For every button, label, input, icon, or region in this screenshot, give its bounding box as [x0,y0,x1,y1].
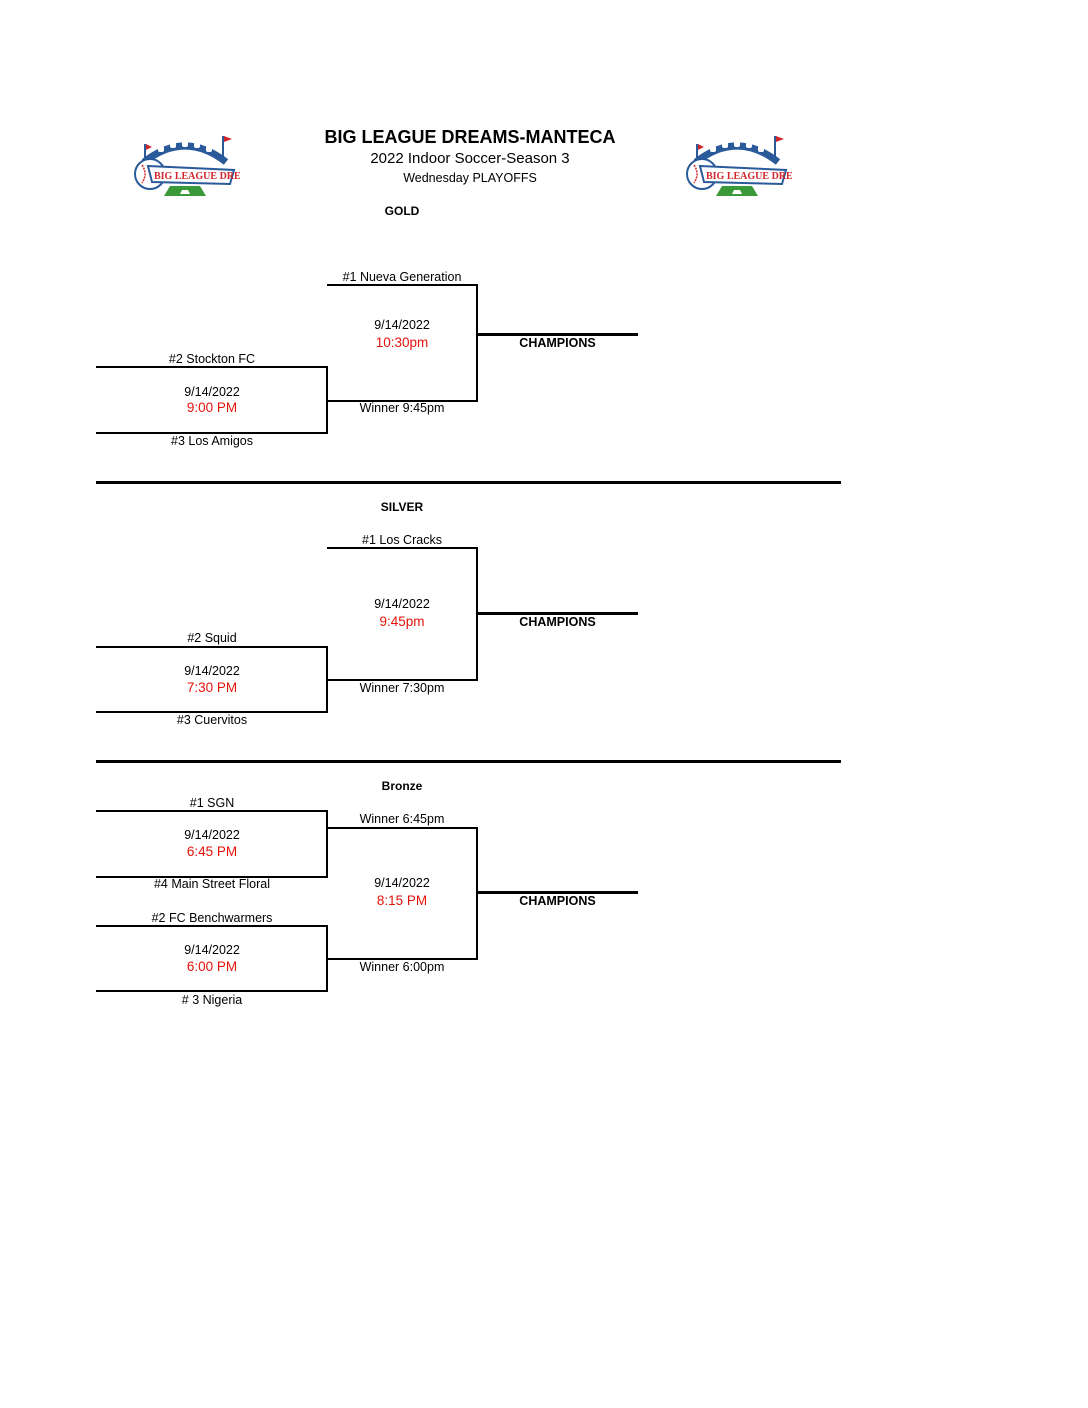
gold-semi-top-line [96,366,328,368]
silver-top-seed-line [327,547,478,549]
bronze-semi1-date: 9/14/2022 [184,828,240,842]
bronze-champions-line [477,891,638,894]
bronze-semi1-bottom-line [96,876,328,878]
bronze-semi2-bottom-line [96,990,328,992]
gold-final-bracket-line [476,284,478,402]
bronze-semi1-team-bottom: #4 Main Street Floral [153,877,271,891]
page-subtitle: 2022 Indoor Soccer-Season 3 [370,150,570,167]
logo-right: BIG LEAGUE DREAMS [682,132,815,202]
logo-left: BIG LEAGUE DREAMS [130,132,263,202]
gold-semi-time: 9:00 PM [186,400,238,415]
gold-final-time: 10:30pm [375,335,429,350]
gold-final-date: 9/14/2022 [374,318,430,332]
bronze-final-bottom-label: Winner 6:00pm [359,960,445,974]
svg-text:BIG LEAGUE DREAMS: BIG LEAGUE DREAMS [706,171,792,182]
gold-top-seed: #1 Nueva Generation [342,270,462,284]
bronze-champions-label: CHAMPIONS [519,894,596,908]
gold-semi-team-top: #2 Stockton FC [168,352,256,366]
gold-semi-date: 9/14/2022 [184,385,240,399]
bronze-semi2-winner-line [327,958,478,960]
silver-top-seed: #1 Los Cracks [362,533,442,547]
silver-semi-team-top: #2 Squid [187,631,237,645]
section-divider-2 [96,760,841,763]
gold-semi-winner-line [327,400,478,402]
silver-final-date: 9/14/2022 [374,597,430,611]
bronze-semi1-winner-line [327,827,478,829]
bronze-semi2-team-top: #2 FC Benchwarmers [151,911,273,925]
page-subtitle-2: Wednesday PLAYOFFS [403,171,537,185]
gold-semi-team-bottom: #3 Los Amigos [171,434,253,448]
silver-label: SILVER [380,500,424,514]
bronze-semi1-team-top: #1 SGN [189,796,235,810]
bronze-semi2-time: 6:00 PM [186,959,238,974]
gold-label: GOLD [384,204,420,218]
gold-top-seed-line [327,284,478,286]
bronze-final-top-label: Winner 6:45pm [359,812,445,826]
bronze-semi1-time: 6:45 PM [186,844,238,859]
gold-champions-label: CHAMPIONS [519,336,596,350]
gold-champions-line [477,333,638,336]
silver-semi-time: 7:30 PM [186,680,238,695]
bronze-semi2-team-bottom: # 3 Nigeria [181,993,243,1007]
bronze-final-time: 8:15 PM [376,893,428,908]
bronze-final-date: 9/14/2022 [374,876,430,890]
silver-semi-team-bottom: #3 Cuervitos [176,713,248,727]
silver-semi-bottom-line [96,711,328,713]
page-title: BIG LEAGUE DREAMS-MANTECA [324,127,616,147]
silver-champions-label: CHAMPIONS [519,615,596,629]
section-divider-1 [96,481,841,484]
silver-semi-top-line [96,646,328,648]
silver-semi-winner-line [327,679,478,681]
bronze-semi2-date: 9/14/2022 [184,943,240,957]
bronze-semi2-top-line [96,925,328,927]
silver-final-bottom-label: Winner 7:30pm [359,681,445,695]
silver-semi-date: 9/14/2022 [184,664,240,678]
bronze-semi1-bracket-line [326,810,328,878]
bronze-label: Bronze [381,779,423,793]
silver-champions-line [477,612,638,615]
gold-semi-bottom-line [96,432,328,434]
silver-final-time: 9:45pm [379,614,425,629]
bronze-semi1-top-line [96,810,328,812]
svg-text:BIG LEAGUE DREAMS: BIG LEAGUE DREAMS [154,171,240,182]
gold-final-bottom-label: Winner 9:45pm [359,401,445,415]
